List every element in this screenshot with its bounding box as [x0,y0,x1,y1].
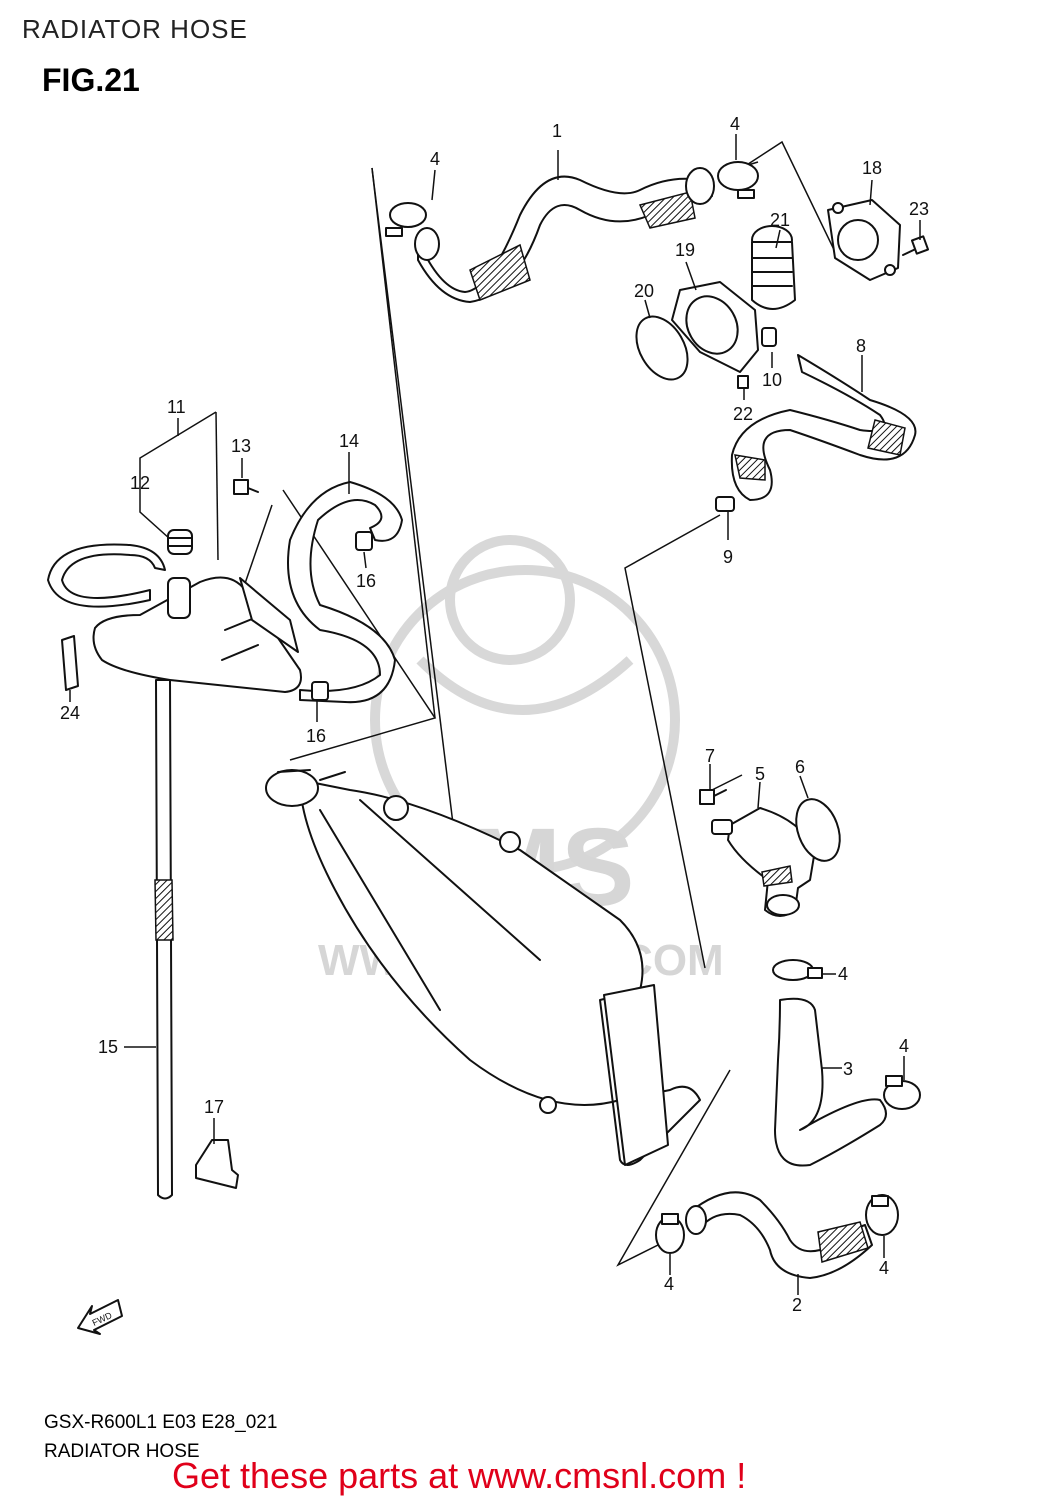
hose-1[interactable] [414,167,715,303]
bolt-22[interactable] [737,375,749,389]
callout-4-bottom-right: 4 [879,1258,889,1278]
callout-14: 14 [339,431,359,451]
clamp-4-top-right[interactable] [717,161,759,199]
reservoir-cap-12[interactable] [167,529,193,555]
figure-number: FIG.21 [42,62,140,98]
callout-8: 8 [856,336,866,356]
gasket-6[interactable] [788,793,847,867]
callout-19: 19 [675,240,695,260]
hose-3[interactable] [774,997,887,1167]
clamp-4-bottom-right[interactable] [865,1194,899,1236]
hose-8[interactable] [730,354,917,501]
label-24[interactable] [61,635,79,691]
bolt-23[interactable] [902,235,930,256]
water-outlet-5[interactable] [711,807,816,917]
thermostat-21[interactable] [751,225,796,310]
clamp-16-lower[interactable] [311,681,329,701]
callout-4-bottom-left: 4 [664,1274,674,1294]
radiator[interactable] [265,769,701,1166]
callout-6: 6 [795,757,805,777]
callout-23: 23 [909,199,929,219]
callout-leaders [69,134,921,1295]
callout-4-top-left: 4 [430,149,440,169]
reservoir-tank-11[interactable] [92,576,302,693]
overflow-hose[interactable] [47,543,166,608]
callout-16-upper: 16 [356,571,376,591]
bolt-7[interactable] [699,789,727,805]
clamp-4-top-left[interactable] [385,202,427,237]
callout-9: 9 [723,547,733,567]
callout-22: 22 [733,404,753,424]
callout-4-middle: 4 [838,964,848,984]
callout-11: 11 [167,397,186,417]
fwd-arrow: FWD [77,1299,123,1335]
callout-12: 12 [130,473,150,493]
section-title: RADIATOR HOSE [22,14,248,44]
clamp-16-upper[interactable] [355,531,373,551]
callout-17: 17 [204,1097,224,1117]
promo-link[interactable]: Get these parts at www.cmsnl.com ! [172,1455,747,1496]
thermostat-case-19[interactable] [671,281,759,373]
callout-4-top-right: 4 [730,114,740,134]
callout-15: 15 [98,1037,118,1057]
clamp-4-middle[interactable] [772,959,823,981]
callout-13: 13 [231,436,251,456]
callout-2: 2 [792,1295,802,1315]
callout-7: 7 [705,746,715,766]
callout-21: 21 [770,210,790,230]
thermostat-cover-18[interactable] [827,199,901,281]
callout-4-right: 4 [899,1036,909,1056]
callout-24: 24 [60,703,80,723]
bolt-13[interactable] [233,479,259,495]
callout-5: 5 [755,764,765,784]
hose-15[interactable] [154,679,174,1200]
clamp-10[interactable] [761,327,777,347]
clamp-9[interactable] [715,496,735,512]
callout-10: 10 [762,370,782,390]
callout-1: 1 [552,121,562,141]
callout-16-lower: 16 [306,726,326,746]
clamp-4-bottom-left[interactable] [655,1213,685,1254]
clamp-4-right[interactable] [883,1075,921,1110]
clamp-17[interactable] [195,1139,239,1189]
callout-3: 3 [843,1059,853,1079]
model-code: GSX-R600L1 E03 E28_021 [44,1412,278,1433]
callout-18: 18 [862,158,882,178]
callout-20: 20 [634,281,654,301]
gasket-20[interactable] [626,308,698,389]
callouts: 1 2 3 4 4 4 4 4 4 5 6 7 8 9 10 11 12 13 … [60,114,929,1315]
footer-caption: RADIATOR HOSE [44,1441,200,1462]
hose-2[interactable] [685,1191,873,1279]
hose-14[interactable] [287,481,403,704]
